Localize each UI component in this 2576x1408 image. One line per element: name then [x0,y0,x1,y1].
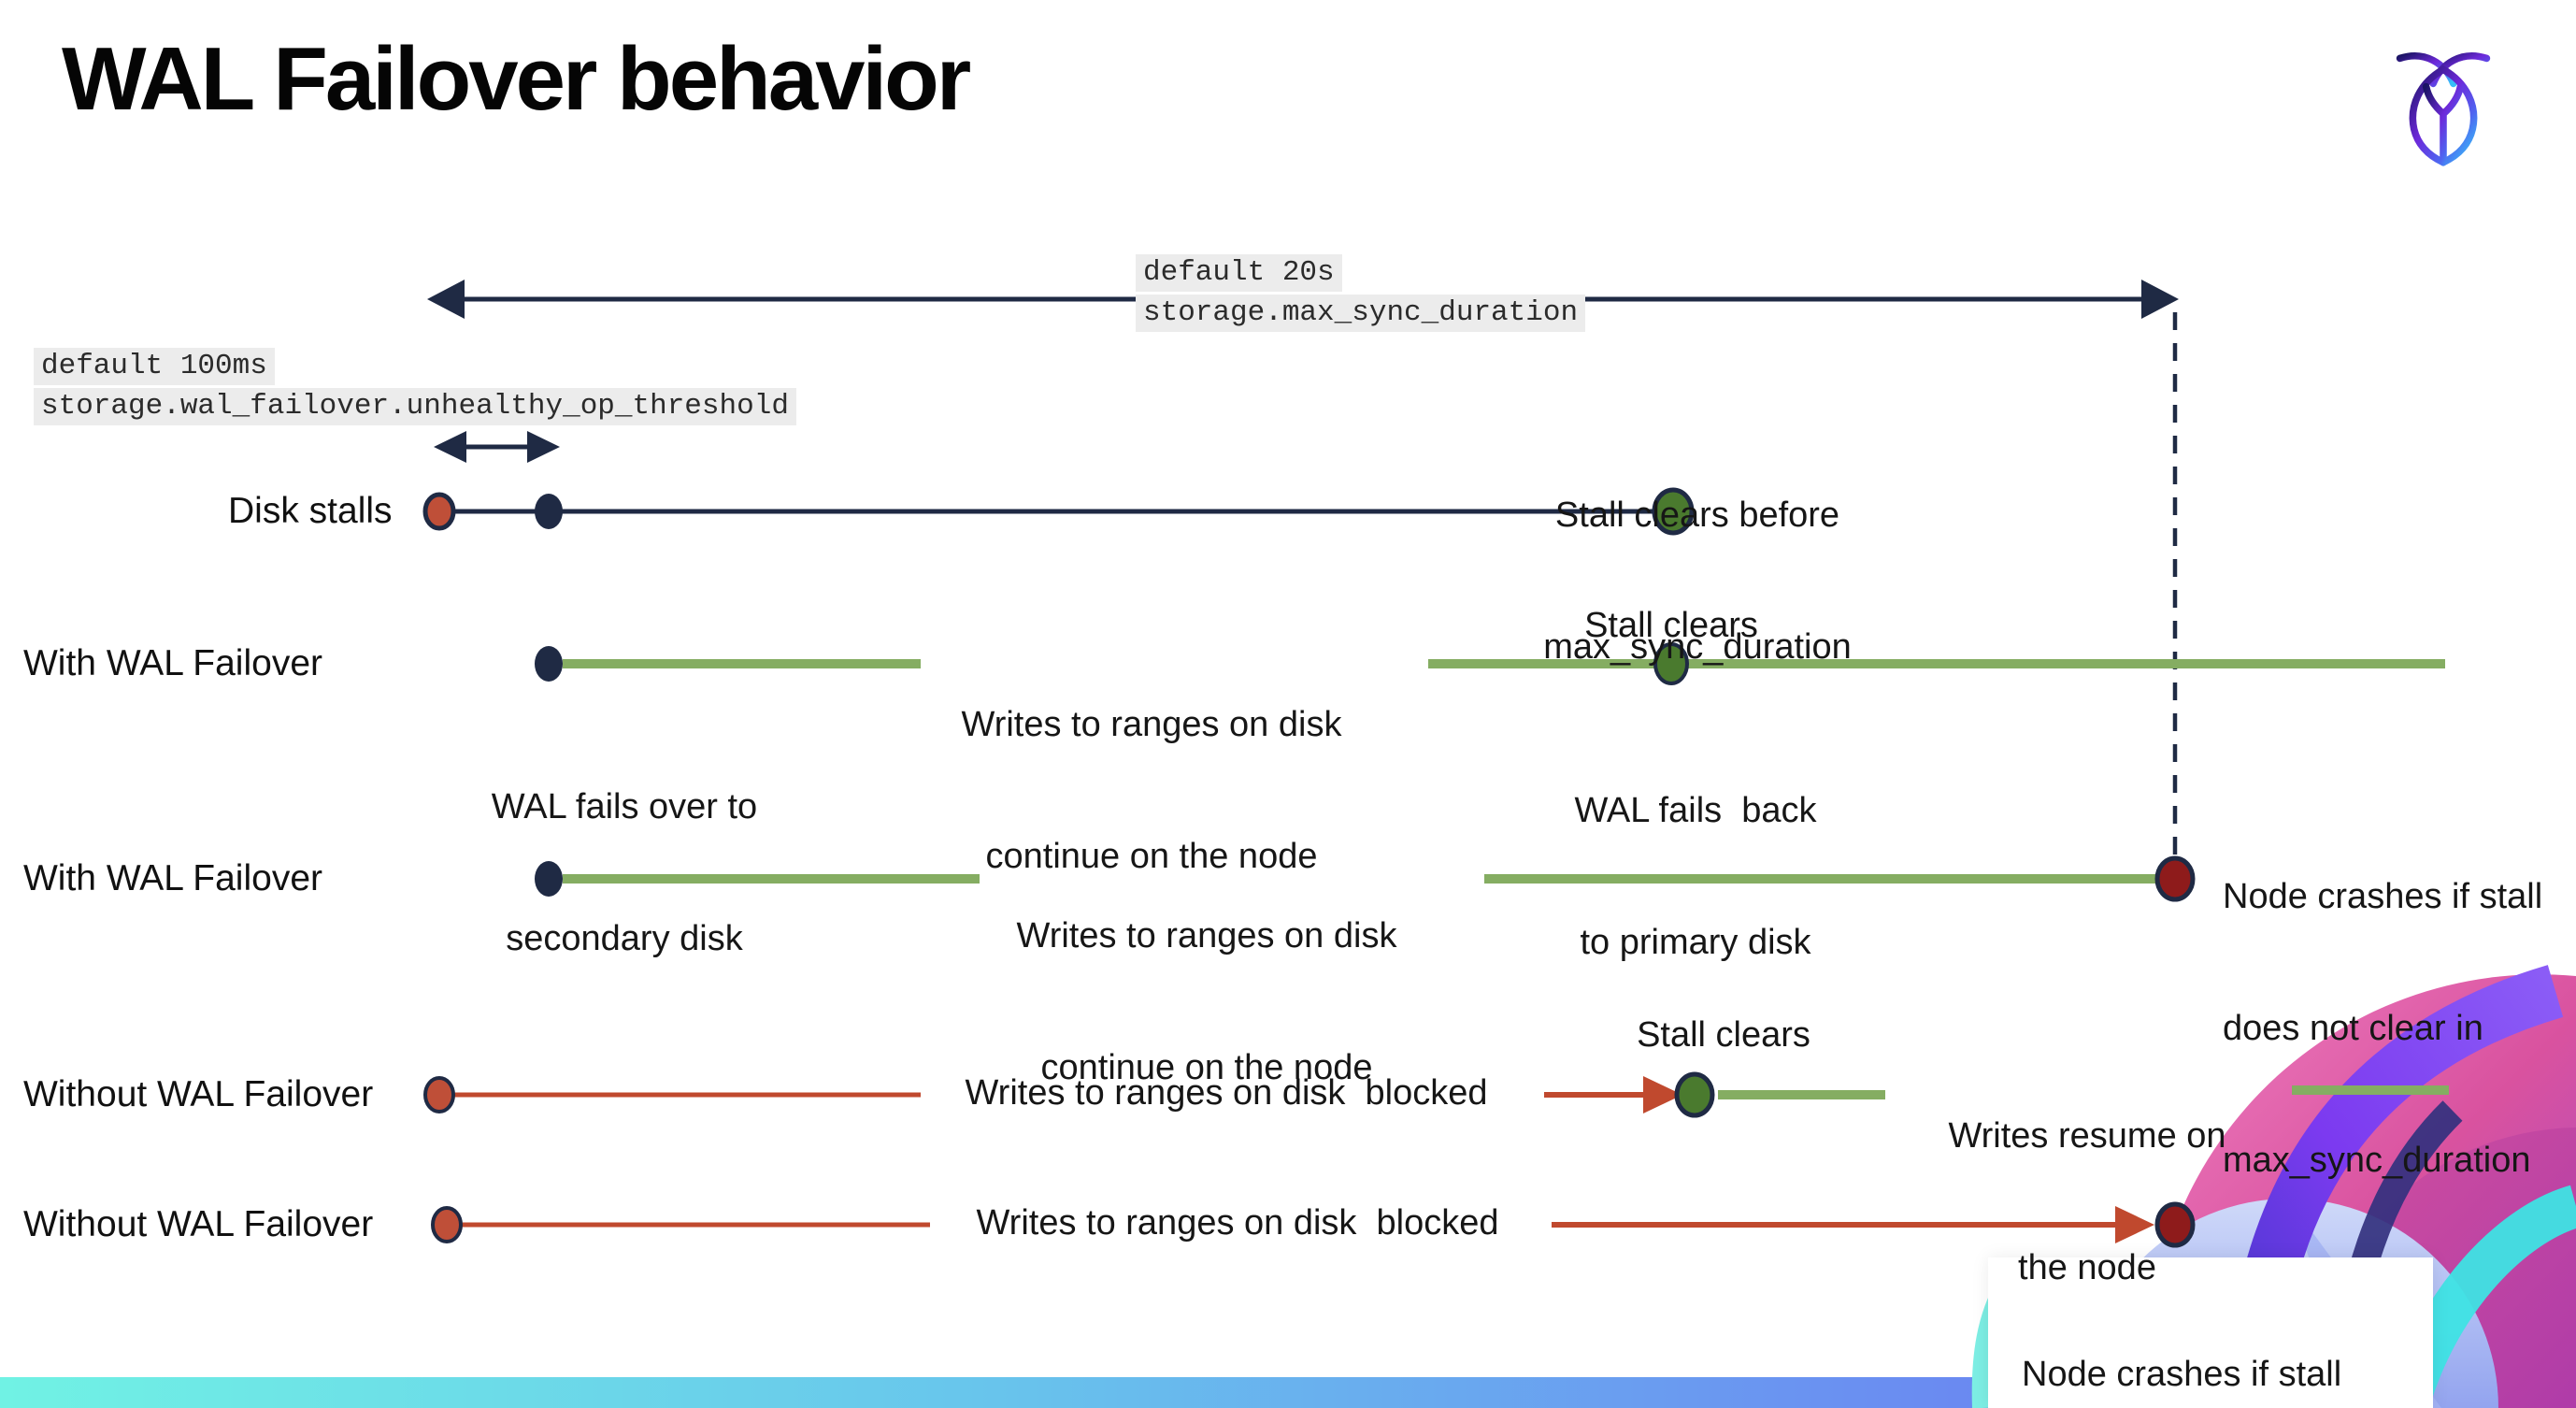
arrowhead-right [2141,280,2179,319]
threshold-dot [535,494,563,529]
arrowhead-left [427,280,465,319]
annotation-writes-continue-1: Writes to ranges on disk continue on the… [961,705,1342,876]
max-sync-duration-config-label: default 20s storage.max_sync_duration [1136,254,1586,332]
annotation-writes-blocked-1: Writes to ranges on disk blocked [965,1073,1488,1113]
annotation-node-crashes-1: Node crashes if stall does not clear in … [2223,877,2543,1180]
timeline-with-failover-1 [535,642,2445,685]
cockroachdb-logo-icon [2396,52,2491,166]
page-title: WAL Failover behavior [62,29,971,129]
timeline-disk-stalls [422,487,1695,536]
arrowhead-right [527,431,560,463]
arrowhead-left [434,431,466,463]
annotation-stall-clears-before: Stall clears before max_sync_duration [1543,496,1852,667]
timeline-without-failover-1 [423,1071,2449,1118]
stall-clears-dot [1652,487,1695,536]
annotation-wal-fails-back: WAL fails back to primary disk [1574,791,1817,962]
annotation-writes-continue-2: Writes to ranges on disk continue on the… [1016,916,1397,1087]
stall-clears-dot [1674,1071,1715,1118]
annotation-stall-clears-1: Stall clears [1584,606,1758,645]
failover-dot [535,861,563,897]
row-label-with-failover-1: With WAL Failover [23,643,322,683]
annotation-node-crashes-2-box: Node crashes if stall does not clear in … [1988,1257,2433,1408]
row-label-with-failover-2: With WAL Failover [23,858,322,898]
failover-dot [535,646,563,682]
disk-stall-start-dot [423,1076,455,1113]
node-crash-dot [2154,1201,2196,1248]
unhealthy-op-threshold-config-label: default 100ms storage.wal_failover.unhea… [34,348,796,425]
annotation-node-crashes-2: Node crashes if stall does not clear in … [2022,1355,2342,1394]
annotation-wal-fails-over: WAL fails over to secondary disk [491,787,758,958]
timeline-without-failover-2 [431,1201,2196,1248]
body-y [2422,82,2465,166]
red-arrowhead [2115,1206,2154,1243]
config-setting-name: storage.max_sync_duration [1136,295,1586,332]
row-label-without-failover-2: Without WAL Failover [23,1204,374,1244]
disk-stall-start-dot [431,1206,463,1243]
annotation-writes-blocked-2: Writes to ranges on disk blocked [976,1203,1499,1243]
stall-clears-dot [1653,642,1689,685]
timeline-with-failover-2 [535,855,2196,902]
disk-stall-start-dot [422,492,456,531]
config-default-value: default 20s [1136,254,1342,292]
annotation-stall-clears-2: Stall clears [1637,1015,1810,1055]
config-default-value: default 100ms [34,348,275,385]
row-label-without-failover-1: Without WAL Failover [23,1074,374,1114]
unhealthy-op-threshold-arrow [434,431,560,463]
config-setting-name: storage.wal_failover.unhealthy_op_thresh… [34,388,796,425]
red-arrowhead [1643,1076,1682,1113]
node-crash-dot [2154,855,2196,902]
annotation-writes-resume: Writes resume on the node [1948,1116,2226,1287]
row-label-disk-stalls: Disk stalls [228,491,393,531]
